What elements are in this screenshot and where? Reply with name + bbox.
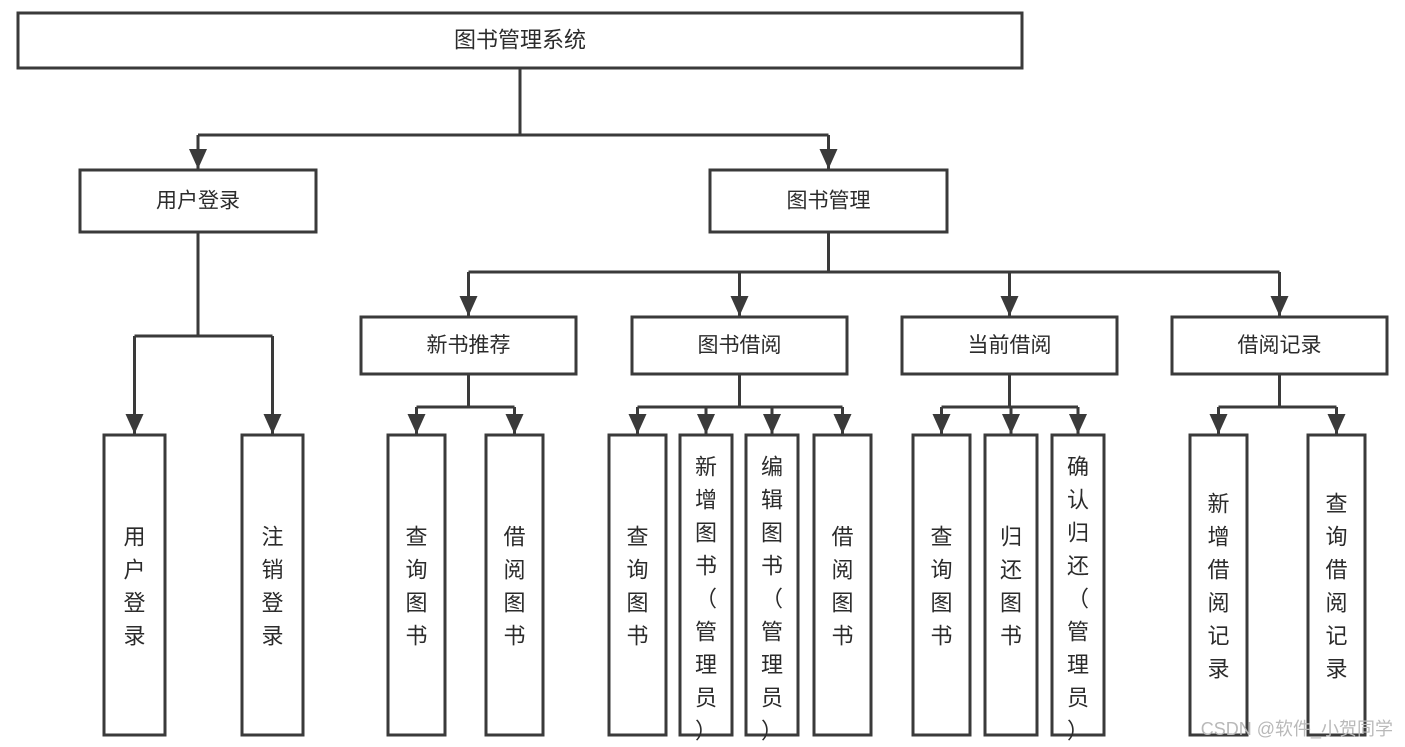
arrow-head xyxy=(459,296,478,316)
node-leaf-return-book[interactable]: 归还图书 xyxy=(983,433,1039,737)
node-leaf-query-book-rec[interactable]: 查询图书 xyxy=(386,433,447,737)
node-leaf-return-book-box[interactable] xyxy=(983,433,1039,737)
arrow-head xyxy=(407,414,426,434)
node-leaf-query-borrow-record-label: 查询借阅记录 xyxy=(1325,492,1347,682)
connector-group-new-book-recommend xyxy=(407,374,524,434)
connector-group-current-borrow xyxy=(932,374,1087,434)
arrow-head xyxy=(697,414,715,434)
arrow-head xyxy=(819,149,838,169)
node-leaf-logout-login-box[interactable] xyxy=(240,433,305,737)
arrow-head xyxy=(125,414,144,434)
node-root-system-box[interactable] xyxy=(16,11,1024,70)
node-leaf-query-book-borrow-label: 查询图书 xyxy=(626,525,648,649)
node-user-login[interactable]: 用户登录 xyxy=(78,168,318,234)
node-root-system-label: 图书管理系统 xyxy=(454,27,586,52)
node-book-borrow-box[interactable] xyxy=(630,315,849,376)
node-user-login-box[interactable] xyxy=(78,168,318,234)
node-leaf-logout-login-label: 注销登录 xyxy=(261,525,283,649)
node-leaf-confirm-return-admin-label: 确认归还（管理员） xyxy=(1067,455,1089,744)
connector-group-user-login xyxy=(125,232,282,434)
arrow-head xyxy=(833,414,852,434)
arrow-head xyxy=(932,414,951,434)
connector-group-book-borrow xyxy=(628,374,852,434)
node-leaf-confirm-return-admin[interactable]: 确认归还（管理员） xyxy=(1050,433,1106,744)
node-leaf-add-book-admin-box[interactable] xyxy=(678,433,734,737)
node-leaf-add-borrow-record-label: 新增借阅记录 xyxy=(1207,492,1229,682)
arrow-head xyxy=(1327,414,1346,434)
arrow-head xyxy=(1270,296,1289,316)
connector-group-borrow-record xyxy=(1209,374,1346,434)
node-book-management-label: 图书管理 xyxy=(787,190,871,213)
node-leaf-user-login-label: 用户登录 xyxy=(123,525,145,649)
node-leaf-user-login-box[interactable] xyxy=(102,433,167,737)
node-leaf-edit-book-admin-box[interactable] xyxy=(744,433,800,737)
arrow-head xyxy=(763,414,781,434)
node-leaf-borrow-book-rec[interactable]: 借阅图书 xyxy=(484,433,545,737)
node-current-borrow[interactable]: 当前借阅 xyxy=(900,315,1119,376)
arrow-head xyxy=(505,414,524,434)
node-leaf-borrow-book-rec-box[interactable] xyxy=(484,433,545,737)
connector-layer xyxy=(125,68,1346,434)
node-leaf-query-book-current[interactable]: 查询图书 xyxy=(911,433,972,737)
node-root-system[interactable]: 图书管理系统 xyxy=(16,11,1024,70)
node-leaf-add-book-admin[interactable]: 新增图书（管理员） xyxy=(678,433,734,744)
node-leaf-query-borrow-record-box[interactable] xyxy=(1306,433,1367,737)
node-borrow-record-label: 借阅记录 xyxy=(1238,334,1322,357)
arrow-head xyxy=(1002,414,1020,434)
node-book-borrow[interactable]: 图书借阅 xyxy=(630,315,849,376)
node-book-management-box[interactable] xyxy=(708,168,949,234)
node-new-book-recommend[interactable]: 新书推荐 xyxy=(359,315,578,376)
node-leaf-add-borrow-record-box[interactable] xyxy=(1188,433,1249,737)
node-leaf-query-book-borrow-box[interactable] xyxy=(607,433,668,737)
node-layer: 图书管理系统用户登录图书管理新书推荐图书借阅当前借阅借阅记录用户登录注销登录查询… xyxy=(16,11,1389,744)
node-book-management[interactable]: 图书管理 xyxy=(708,168,949,234)
node-new-book-recommend-box[interactable] xyxy=(359,315,578,376)
arrow-head xyxy=(189,149,207,169)
node-leaf-return-book-label: 归还图书 xyxy=(1000,525,1022,649)
node-leaf-borrow-book-label: 借阅图书 xyxy=(831,525,853,649)
node-new-book-recommend-label: 新书推荐 xyxy=(427,334,511,357)
connector-group-root xyxy=(189,68,838,169)
arrow-head xyxy=(730,296,749,316)
node-leaf-user-login[interactable]: 用户登录 xyxy=(102,433,167,737)
node-borrow-record-box[interactable] xyxy=(1170,315,1389,376)
node-leaf-query-book-current-label: 查询图书 xyxy=(930,525,952,649)
node-leaf-add-book-admin-label: 新增图书（管理员） xyxy=(695,455,717,744)
arrow-head xyxy=(1000,296,1019,316)
connector-group-book-management xyxy=(459,232,1289,316)
arrow-head xyxy=(1069,414,1087,434)
node-leaf-add-borrow-record[interactable]: 新增借阅记录 xyxy=(1188,433,1249,737)
node-current-borrow-box[interactable] xyxy=(900,315,1119,376)
node-leaf-borrow-book-box[interactable] xyxy=(812,433,873,737)
node-leaf-query-book-current-box[interactable] xyxy=(911,433,972,737)
node-leaf-confirm-return-admin-box[interactable] xyxy=(1050,433,1106,737)
node-current-borrow-label: 当前借阅 xyxy=(968,334,1052,357)
node-leaf-borrow-book[interactable]: 借阅图书 xyxy=(812,433,873,737)
node-user-login-label: 用户登录 xyxy=(156,190,240,213)
node-borrow-record[interactable]: 借阅记录 xyxy=(1170,315,1389,376)
node-leaf-edit-book-admin-label: 编辑图书（管理员） xyxy=(761,455,783,744)
node-leaf-edit-book-admin[interactable]: 编辑图书（管理员） xyxy=(744,433,800,744)
node-leaf-query-book-borrow[interactable]: 查询图书 xyxy=(607,433,668,737)
arrow-head xyxy=(1209,414,1228,434)
node-leaf-query-book-rec-label: 查询图书 xyxy=(405,525,427,649)
node-leaf-query-book-rec-box[interactable] xyxy=(386,433,447,737)
arrow-head xyxy=(263,414,282,434)
node-leaf-logout-login[interactable]: 注销登录 xyxy=(240,433,305,737)
node-leaf-borrow-book-rec-label: 借阅图书 xyxy=(503,525,525,649)
node-book-borrow-label: 图书借阅 xyxy=(698,334,782,357)
node-leaf-query-borrow-record[interactable]: 查询借阅记录 xyxy=(1306,433,1367,737)
arrow-head xyxy=(628,414,647,434)
